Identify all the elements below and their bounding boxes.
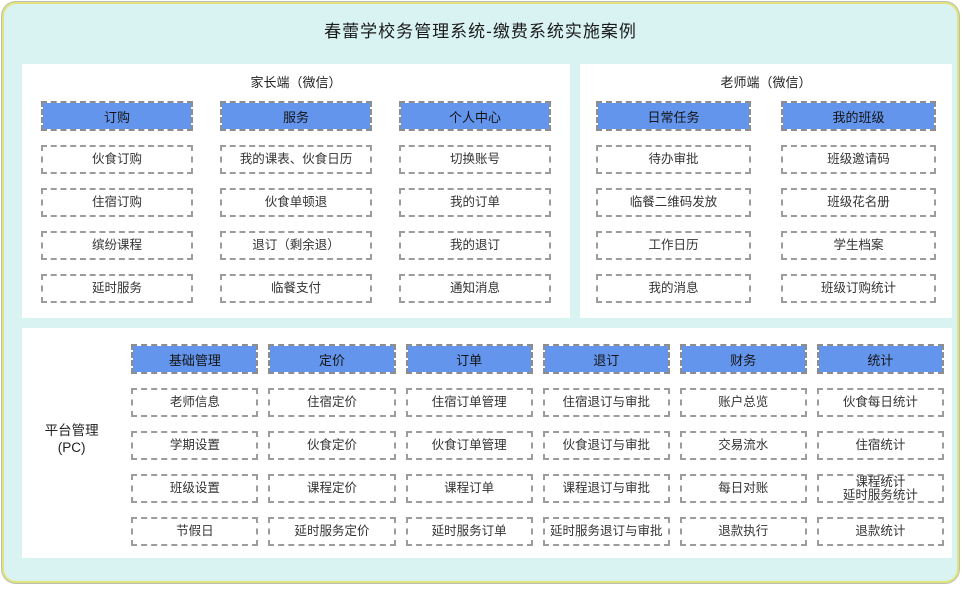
- platform-column-orders: 订单 住宿订单管理 伙食订单管理 课程订单 延时服务订单: [405, 344, 533, 558]
- group-header-pricing: 定价: [268, 344, 396, 374]
- node-temp-meal-qrcode: 临餐二维码发放: [596, 188, 751, 217]
- node-teacher-info: 老师信息: [131, 388, 259, 417]
- group-header-finance: 财务: [679, 344, 807, 374]
- teacher-panel: 老师端（微信） 日常任务 待办审批 临餐二维码发放 工作日历 我的消息 我的班级…: [580, 64, 952, 318]
- node-colorful-courses: 缤纷课程: [41, 231, 193, 260]
- node-course-unsubscribe-approval: 课程退订与审批: [542, 474, 670, 503]
- parent-column-service: 服务 我的课表、伙食日历 伙食单顿退 退订（剩余退） 临餐支付: [220, 101, 372, 303]
- node-holidays: 节假日: [131, 517, 259, 546]
- platform-column-statistics: 统计 伙食每日统计 住宿统计 课程统计 延时服务统计 退款统计: [816, 344, 944, 558]
- page-title: 春蕾学校务管理系统-缴费系统实施案例: [324, 22, 637, 41]
- node-refund-stats: 退款统计: [816, 517, 944, 546]
- node-meal-daily-stats: 伙食每日统计: [816, 388, 944, 417]
- node-temp-meal-payment: 临餐支付: [220, 274, 372, 303]
- parent-columns: 订购 伙食订购 住宿订购 缤纷课程 延时服务 服务 我的课表、伙食日历 伙食单顿…: [22, 101, 570, 303]
- node-course-pricing: 课程定价: [268, 474, 396, 503]
- node-work-calendar: 工作日历: [596, 231, 751, 260]
- node-class-roster: 班级花名册: [781, 188, 936, 217]
- node-semester-settings: 学期设置: [131, 431, 259, 460]
- node-timetable-meal-calendar: 我的课表、伙食日历: [220, 145, 372, 174]
- platform-column-basic-management: 基础管理 老师信息 学期设置 班级设置 节假日: [131, 344, 259, 558]
- group-header-my-class: 我的班级: [781, 101, 936, 131]
- node-course-orders: 课程订单: [405, 474, 533, 503]
- node-meal-pricing: 伙食定价: [268, 431, 396, 460]
- node-unsubscribe-remaining-refund: 退订（剩余退）: [220, 231, 372, 260]
- node-transaction-flow: 交易流水: [679, 431, 807, 460]
- node-after-school-unsubscribe-approval: 延时服务退订与审批: [542, 517, 670, 546]
- node-my-orders: 我的订单: [399, 188, 551, 217]
- node-class-settings: 班级设置: [131, 474, 259, 503]
- teacher-columns: 日常任务 待办审批 临餐二维码发放 工作日历 我的消息 我的班级 班级邀请码 班…: [580, 101, 952, 303]
- node-lodging-unsubscribe-approval: 住宿退订与审批: [542, 388, 670, 417]
- group-header-statistics: 统计: [816, 344, 944, 374]
- group-header-basic-management: 基础管理: [131, 344, 259, 374]
- node-meal-unsubscribe-approval: 伙食退订与审批: [542, 431, 670, 460]
- group-header-daily-tasks: 日常任务: [596, 101, 751, 131]
- node-class-invite-code: 班级邀请码: [781, 145, 936, 174]
- group-header-order: 订购: [41, 101, 193, 131]
- parent-panel: 家长端（微信） 订购 伙食订购 住宿订购 缤纷课程 延时服务 服务 我的课表、伙…: [22, 64, 570, 318]
- platform-column-unsubscribe: 退订 住宿退订与审批 伙食退订与审批 课程退订与审批 延时服务退订与审批: [542, 344, 670, 558]
- group-header-personal-center: 个人中心: [399, 101, 551, 131]
- node-meal-order-management: 伙食订单管理: [405, 431, 533, 460]
- node-meal-order: 伙食订购: [41, 145, 193, 174]
- teacher-column-daily-tasks: 日常任务 待办审批 临餐二维码发放 工作日历 我的消息: [596, 101, 751, 303]
- node-lodging-pricing: 住宿定价: [268, 388, 396, 417]
- platform-column-pricing: 定价 住宿定价 伙食定价 课程定价 延时服务定价: [268, 344, 396, 558]
- node-lodging-order: 住宿订购: [41, 188, 193, 217]
- diagram-canvas: 春蕾学校务管理系统-缴费系统实施案例 家长端（微信） 订购 伙食订购 住宿订购 …: [2, 2, 959, 583]
- node-single-meal-refund: 伙食单顿退: [220, 188, 372, 217]
- parent-column-order: 订购 伙食订购 住宿订购 缤纷课程 延时服务: [41, 101, 193, 303]
- node-after-school-orders: 延时服务订单: [405, 517, 533, 546]
- parent-panel-title: 家长端（微信）: [250, 75, 342, 90]
- teacher-panel-title: 老师端（微信）: [720, 75, 812, 90]
- parent-column-personal-center: 个人中心 切换账号 我的订单 我的退订 通知消息: [399, 101, 551, 303]
- node-switch-account: 切换账号: [399, 145, 551, 174]
- node-lodging-order-management: 住宿订单管理: [405, 388, 533, 417]
- node-notifications: 通知消息: [399, 274, 551, 303]
- node-lodging-stats: 住宿统计: [816, 431, 944, 460]
- group-header-orders: 订单: [405, 344, 533, 374]
- node-course-afterschool-stats: 课程统计 延时服务统计: [816, 474, 944, 503]
- node-after-school-service: 延时服务: [41, 274, 193, 303]
- platform-column-finance: 财务 账户总览 交易流水 每日对账 退款执行: [679, 344, 807, 558]
- node-my-messages: 我的消息: [596, 274, 751, 303]
- group-header-service: 服务: [220, 101, 372, 131]
- node-pending-approvals: 待办审批: [596, 145, 751, 174]
- group-header-unsubscribe: 退订: [542, 344, 670, 374]
- node-student-records: 学生档案: [781, 231, 936, 260]
- node-class-order-stats: 班级订购统计: [781, 274, 936, 303]
- platform-label: 平台管理 (PC): [44, 423, 99, 455]
- platform-panel: 平台管理 (PC) 基础管理 老师信息 学期设置 班级设置 节假日 定价 住宿定…: [22, 328, 952, 558]
- node-daily-reconciliation: 每日对账: [679, 474, 807, 503]
- node-refund-execution: 退款执行: [679, 517, 807, 546]
- node-account-overview: 账户总览: [679, 388, 807, 417]
- node-my-unsubscriptions: 我的退订: [399, 231, 551, 260]
- platform-columns: 平台管理 (PC) 基础管理 老师信息 学期设置 班级设置 节假日 定价 住宿定…: [22, 328, 952, 558]
- teacher-column-my-class: 我的班级 班级邀请码 班级花名册 学生档案 班级订购统计: [781, 101, 936, 303]
- node-after-school-pricing: 延时服务定价: [268, 517, 396, 546]
